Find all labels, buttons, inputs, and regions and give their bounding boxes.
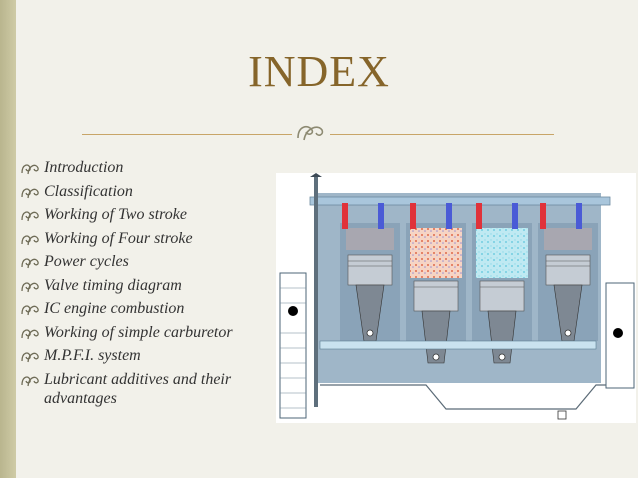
- scroll-bullet-icon: [21, 211, 39, 222]
- oil-pan: [320, 384, 606, 410]
- list-item: Working of Four stroke: [20, 229, 280, 253]
- left-sidebar-band: [0, 0, 16, 478]
- list-item-label: Working of simple carburetor: [44, 323, 233, 341]
- list-item-label: Lubricant additives and their advantages: [44, 370, 232, 407]
- list-item-label: Valve timing diagram: [44, 276, 182, 294]
- cylinder-2: [406, 203, 466, 364]
- list-item-label: Introduction: [44, 159, 124, 176]
- scroll-bullet-icon: [21, 234, 39, 245]
- scroll-bullet-icon: [21, 281, 39, 292]
- scroll-ornament-icon: [297, 125, 324, 141]
- scroll-bullet-icon: [21, 375, 39, 386]
- scroll-bullet-icon: [21, 352, 39, 363]
- crankshaft: [319, 340, 597, 350]
- flywheel: [279, 272, 307, 419]
- index-list: Introduction Classification Working of T…: [20, 158, 280, 410]
- list-item-label: Working of Four stroke: [44, 229, 193, 247]
- camshaft-rail: [309, 196, 611, 206]
- list-item-label: Power cycles: [44, 253, 129, 270]
- cylinder-4: [538, 203, 598, 342]
- scroll-bullet-icon: [21, 328, 39, 339]
- dipstick: [314, 177, 318, 407]
- title-divider-right: [330, 134, 554, 135]
- list-item-label: M.P.F.I. system: [44, 347, 141, 364]
- list-item-label: Working of Two stroke: [44, 206, 187, 223]
- cylinder-3: [472, 203, 532, 364]
- list-item: Lubricant additives and their advantages: [20, 370, 280, 410]
- title-divider-left: [82, 134, 292, 135]
- list-item: M.P.F.I. system: [20, 346, 280, 370]
- list-item: IC engine combustion: [20, 299, 280, 323]
- list-item: Working of Two stroke: [20, 205, 280, 229]
- list-item: Introduction: [20, 158, 280, 182]
- cylinder-1: [340, 203, 400, 342]
- list-item: Valve timing diagram: [20, 276, 280, 300]
- slide-title: INDEX: [248, 47, 390, 96]
- engine-cross-section-diagram: [276, 173, 636, 423]
- list-item: Classification: [20, 182, 280, 206]
- list-item-label: IC engine combustion: [44, 300, 185, 317]
- scroll-bullet-icon: [21, 164, 39, 175]
- scroll-bullet-icon: [21, 187, 39, 198]
- list-item-label: Classification: [44, 182, 133, 200]
- scroll-bullet-icon: [21, 305, 39, 316]
- list-item: Power cycles: [20, 252, 280, 276]
- list-item: Working of simple carburetor: [20, 323, 280, 347]
- scroll-bullet-icon: [21, 258, 39, 269]
